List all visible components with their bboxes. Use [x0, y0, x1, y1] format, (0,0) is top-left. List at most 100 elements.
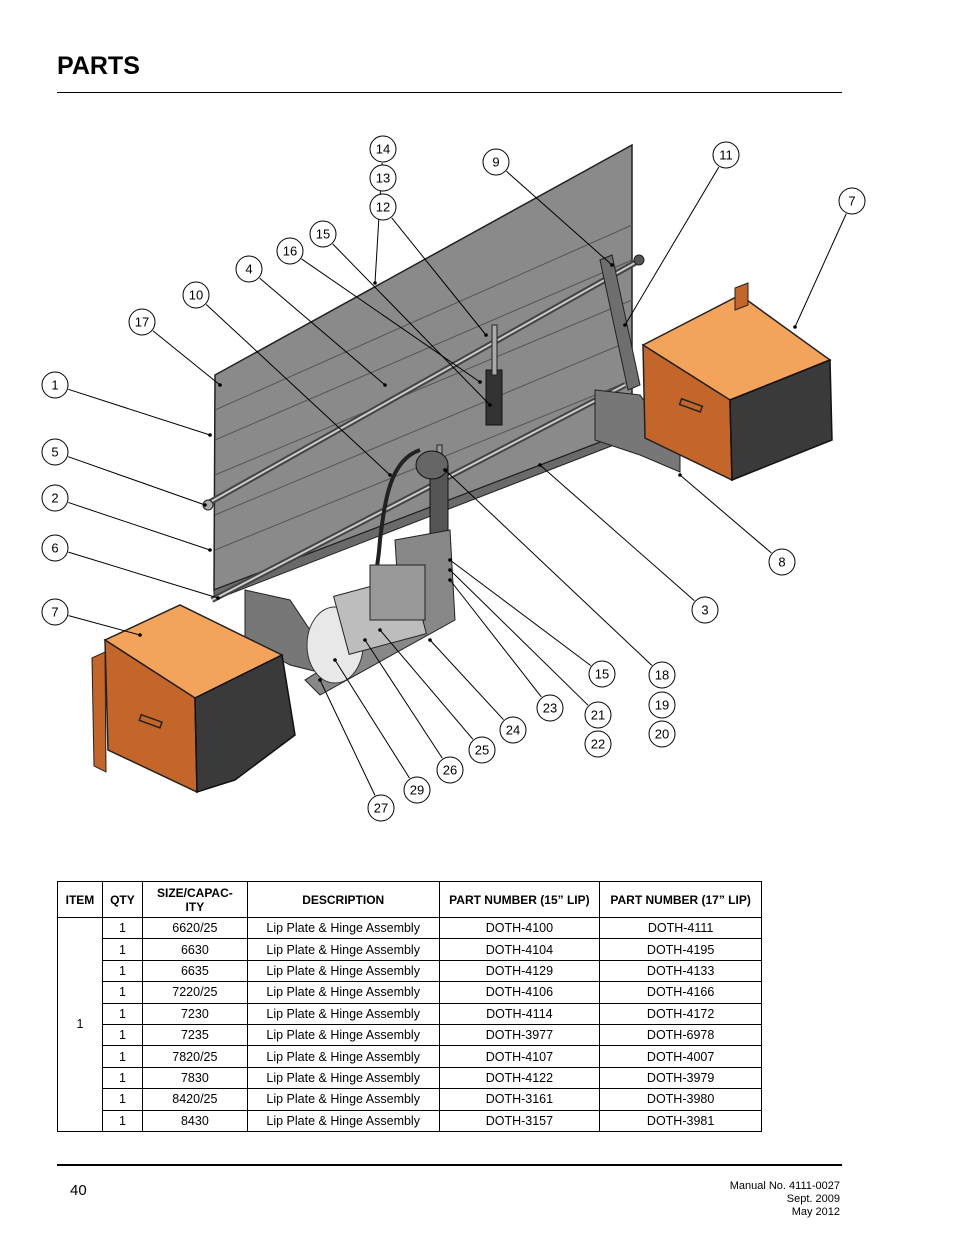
callout-circle	[768, 548, 796, 576]
part-17-cell: DOTH-4172	[599, 1002, 762, 1025]
callout-29: 29	[333, 658, 431, 804]
leader-arrow	[678, 473, 682, 477]
qty-cell: 1	[101, 1088, 143, 1111]
header-item: ITEM	[57, 881, 103, 918]
part-15-cell: DOTH-3977	[438, 1023, 601, 1047]
leader-arrow	[138, 633, 142, 637]
callout-circle	[712, 141, 740, 169]
manual-number: Manual No. 4111-0027	[729, 1180, 840, 1192]
leader-line	[624, 166, 720, 326]
callout-circle	[482, 148, 510, 176]
leader-arrow	[216, 596, 220, 600]
description-cell: Lip Plate & Hinge Assembly	[246, 916, 440, 940]
leader-line	[68, 501, 211, 551]
qty-cell: 1	[101, 1002, 143, 1025]
header-qty: QTY	[101, 881, 143, 918]
left-support-block	[91, 604, 296, 794]
size-cell: 8420/25	[141, 1088, 248, 1111]
qty-cell: 1	[101, 1109, 143, 1132]
callout-19: 19	[648, 691, 676, 719]
leader-arrow	[478, 380, 482, 384]
qty-cell: 1	[101, 959, 143, 983]
leader-line	[332, 243, 491, 406]
qty-cell: 1	[101, 1023, 143, 1047]
callout-circle	[536, 694, 564, 722]
manual-info: Manual No. 4111-0027 Sept. 2009 May 2012	[730, 1180, 840, 1219]
callout-20: 20	[648, 720, 676, 748]
callout-circle	[41, 371, 69, 399]
callout-label: 17	[135, 315, 149, 330]
callout-label: 14	[376, 142, 390, 157]
callout-13: 13	[369, 164, 397, 192]
leader-line	[301, 258, 481, 383]
part-15-cell: DOTH-3157	[438, 1109, 601, 1132]
callout-12: 12	[369, 193, 488, 337]
callout-circle	[41, 438, 69, 466]
part-15-cell: DOTH-4104	[438, 938, 601, 961]
leader-arrow	[443, 468, 447, 472]
callout-27: 27	[318, 678, 395, 822]
callout-circle	[41, 598, 69, 626]
size-cell: 6620/25	[141, 916, 248, 940]
leader-arrow	[363, 638, 367, 642]
leader-line	[334, 659, 410, 779]
callout-26: 26	[363, 638, 464, 784]
leader-line	[68, 388, 211, 436]
callout-circle	[499, 716, 527, 744]
callout-8: 8	[678, 473, 796, 576]
callout-label: 1	[51, 378, 58, 393]
part-17-cell: DOTH-4007	[599, 1045, 762, 1068]
leader-line	[679, 474, 772, 554]
power-unit	[304, 529, 456, 696]
callout-label: 23	[543, 701, 557, 716]
callout-label: 10	[189, 288, 203, 303]
leader-arrow	[448, 578, 452, 582]
callout-label: 3	[701, 603, 708, 618]
leader-arrow	[623, 323, 627, 327]
description-cell: Lip Plate & Hinge Assembly	[246, 938, 440, 961]
callout-circle	[276, 237, 304, 265]
callout-circle	[838, 187, 866, 215]
part-15-cell: DOTH-4129	[438, 959, 601, 983]
part-17-cell: DOTH-3980	[599, 1088, 762, 1111]
callout-2: 2	[41, 484, 212, 552]
callout-label: 5	[51, 445, 58, 460]
header-size-line2: ITY	[185, 899, 205, 914]
callout-10: 10	[182, 281, 392, 477]
callout-17: 17	[128, 308, 222, 387]
callout-label: 8	[778, 555, 785, 570]
leader-line	[794, 213, 847, 328]
callout-16: 16	[276, 237, 482, 384]
callout-circle	[367, 794, 395, 822]
part-17-cell: DOTH-4195	[599, 938, 762, 961]
leader-arrow	[208, 548, 212, 552]
size-cell: 6635	[141, 959, 248, 983]
leader-arrow	[378, 628, 382, 632]
leader-line	[319, 679, 376, 796]
parts-table: ITEM QTY SIZE/CAPAC-ITY DESCRIPTION PART…	[57, 881, 762, 1132]
qty-cell: 1	[101, 981, 143, 1004]
header-size-line1: SIZE/CAPAC-	[156, 885, 233, 900]
leader-arrow	[373, 281, 377, 285]
part-17-cell: DOTH-3979	[599, 1066, 762, 1090]
leader-line	[506, 170, 613, 266]
callout-3: 3	[538, 463, 719, 624]
callout-label: 18	[655, 668, 669, 683]
leader-line	[68, 456, 206, 506]
description-cell: Lip Plate & Hinge Assembly	[246, 1088, 440, 1111]
leader-line	[259, 277, 386, 386]
callout-circle	[691, 596, 719, 624]
callout-circle	[588, 660, 616, 688]
leader-arrow	[208, 433, 212, 437]
part-15-cell: DOTH-4107	[438, 1045, 601, 1068]
callout-label: 11	[719, 148, 733, 163]
callout-circle	[309, 220, 337, 248]
callout-22: 22	[584, 730, 612, 758]
